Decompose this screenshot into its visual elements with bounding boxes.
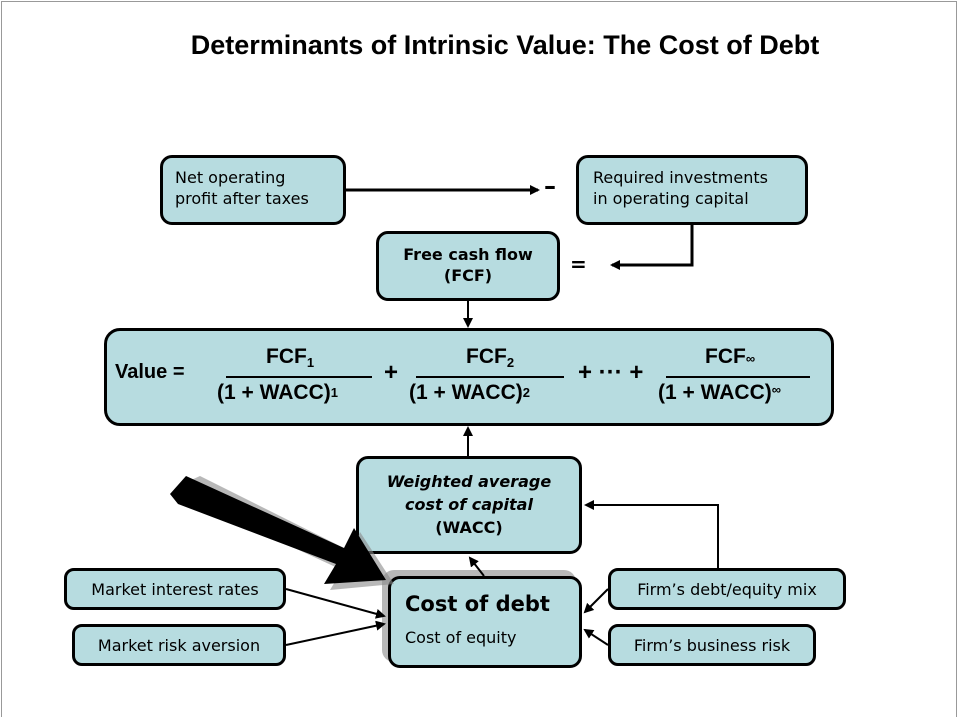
investments-box: Required investments in operating capita… [576, 155, 808, 225]
term2-den-sup: 2 [522, 385, 530, 400]
term1-numerator: FCF1 [266, 345, 315, 370]
term2-fraction-bar [416, 376, 564, 378]
cost-of-equity-label: Cost of equity [405, 628, 517, 647]
wacc-line1: Weighted average [386, 472, 552, 491]
term2-numerator: FCF2 [466, 345, 515, 370]
nopat-line2: profit after taxes [175, 189, 309, 208]
page-title: Determinants of Intrinsic Value: The Cos… [190, 30, 820, 60]
risk-to-cost-arrow [285, 620, 386, 646]
value-label: Value = [115, 361, 185, 383]
business-risk-box: Firm’s business risk [608, 624, 816, 666]
cost-box: Cost of debt Cost of equity [388, 576, 582, 668]
business-risk-to-cost-arrow [583, 628, 609, 646]
term3-den-sup: ∞ [771, 382, 782, 397]
term3-denominator: (1 + WACC)∞ [658, 381, 781, 405]
mix-to-cost-arrow [583, 588, 609, 614]
wacc-box: Weighted average cost of capital (WACC) [356, 456, 582, 554]
market-risk-aversion-box: Market risk aversion [72, 624, 286, 666]
ellipsis-plus: + ··· + [578, 359, 644, 386]
term1-den-text: (1 + WACC) [217, 381, 331, 404]
equals-sign: = [570, 252, 587, 276]
interest-to-cost-arrow [285, 588, 386, 619]
investments-line1: Required investments [593, 168, 768, 187]
term2-den-text: (1 + WACC) [409, 381, 523, 404]
cost-to-wacc-arrow [468, 556, 485, 577]
fcf-line1: Free cash flow [403, 245, 533, 264]
wacc-line3: (WACC) [435, 518, 503, 537]
term1-num-sub: 1 [306, 355, 315, 370]
term1-den-sup: 1 [330, 385, 338, 400]
term1-num-text: FCF [266, 345, 307, 368]
emphasis-arrow-icon [170, 476, 386, 584]
fcf-box: Free cash flow (FCF) [376, 231, 560, 301]
minus-sign: – [544, 172, 556, 200]
cost-of-debt-label: Cost of debt [405, 592, 550, 616]
debt-equity-to-wacc-arrow [584, 500, 719, 568]
nopat-line1: Net operating [175, 168, 286, 187]
term1-denominator: (1 + WACC)1 [217, 381, 338, 405]
nopat-box: Net operating profit after taxes [160, 155, 346, 225]
term3-numerator: FCF∞ [705, 345, 755, 369]
term1-fraction-bar [226, 376, 372, 378]
term3-num-text: FCF [705, 345, 746, 368]
fcf-line2: (FCF) [443, 266, 493, 285]
investments-to-equals-arrow [610, 225, 694, 270]
wacc-line2: cost of capital [405, 495, 533, 514]
term2-num-sub: 2 [506, 355, 515, 370]
term2-denominator: (1 + WACC)2 [409, 381, 530, 405]
market-interest-rates-box: Market interest rates [64, 568, 286, 610]
term3-den-text: (1 + WACC) [658, 381, 772, 404]
plus-sign-1: + [384, 359, 399, 386]
term3-fraction-bar [666, 376, 810, 378]
term2-num-text: FCF [466, 345, 507, 368]
term3-num-sub: ∞ [745, 351, 756, 366]
debt-equity-mix-box: Firm’s debt/equity mix [608, 568, 846, 610]
investments-line2: in operating capital [593, 189, 749, 208]
